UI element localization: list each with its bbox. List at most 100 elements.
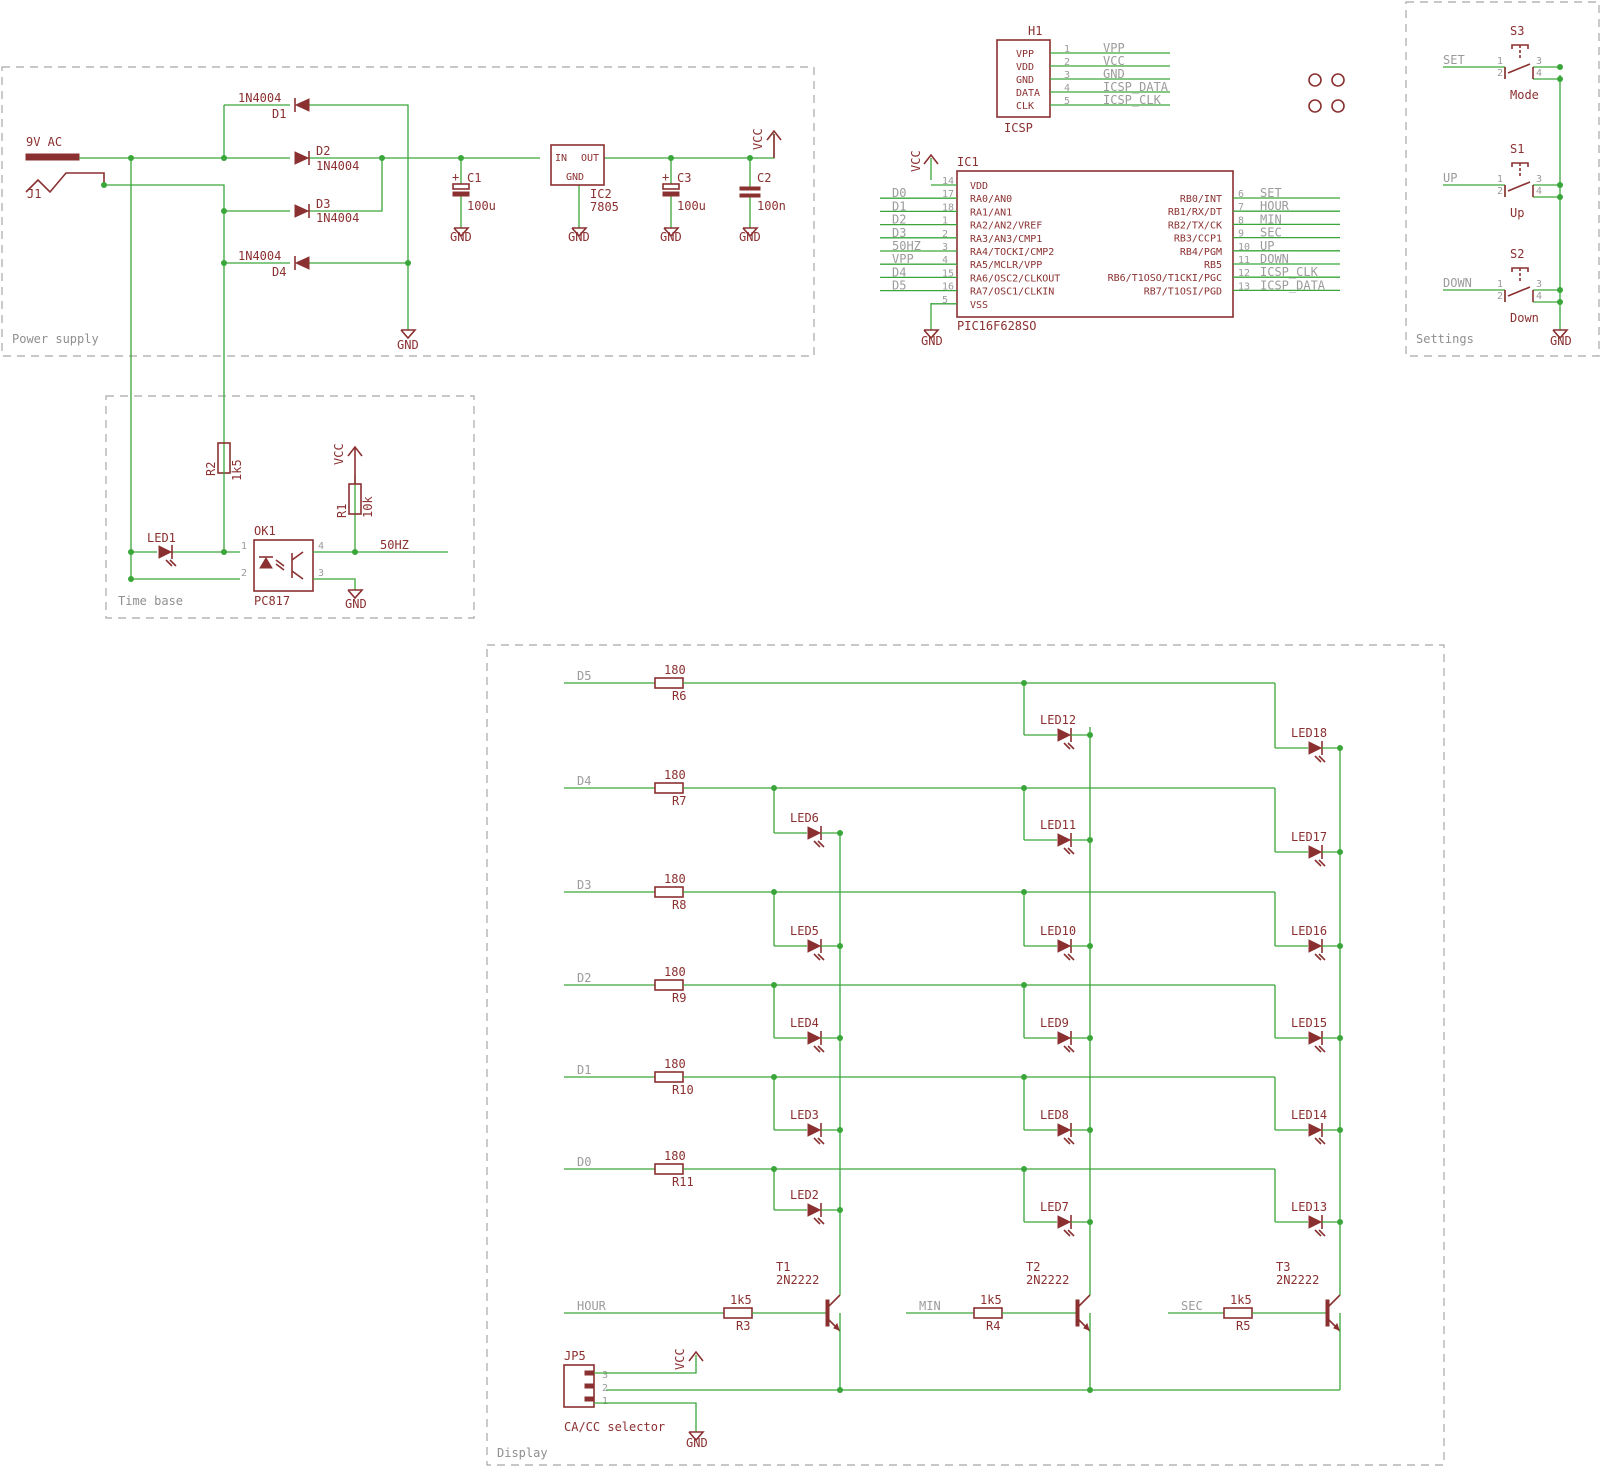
svg-text:LED6: LED6 — [790, 811, 819, 825]
svg-text:SEC: SEC — [1181, 1299, 1203, 1313]
icsp-pin-name: VDD — [1016, 62, 1034, 73]
mcu-net-label: SET — [1260, 186, 1282, 200]
svg-text:GND: GND — [1550, 334, 1572, 348]
led-led16: LED16 — [1274, 892, 1343, 961]
mcu-net-label: ICSP_DATA — [1260, 278, 1326, 292]
frame-label-time-base: Time base — [118, 594, 183, 608]
led-led17: LED17 — [1274, 788, 1343, 867]
icsp-net-label: ICSP_CLK — [1103, 93, 1162, 107]
capacitor-c2: C2 100n — [739, 171, 786, 213]
mcu-pin-number: 3 — [942, 242, 948, 253]
svg-text:R1: R1 — [335, 504, 349, 518]
svg-text:VCC: VCC — [673, 1348, 687, 1370]
mcu-pin-name: RA3/AN3/CMP1 — [970, 234, 1042, 245]
svg-text:LED15: LED15 — [1291, 1016, 1327, 1030]
svg-text:1N4004: 1N4004 — [316, 211, 359, 225]
led-led9: LED9 — [1021, 982, 1093, 1053]
led-led3: LED3 — [771, 1074, 843, 1145]
svg-text:100u: 100u — [467, 199, 496, 213]
svg-text:T3: T3 — [1276, 1260, 1290, 1274]
svg-text:R5: R5 — [1236, 1319, 1250, 1333]
mcu-net-label: ICSP_CLK — [1260, 265, 1319, 279]
icsp-pin-number: 5 — [1064, 96, 1070, 107]
svg-text:HOUR: HOUR — [577, 1299, 607, 1313]
frame-display — [486, 644, 1445, 1466]
frame-settings — [1405, 1, 1600, 357]
svg-text:180: 180 — [664, 872, 686, 886]
svg-text:R10: R10 — [672, 1083, 694, 1097]
jumper-jp5: JP5 CA/CC selector 3 2 1 VCC GND — [563, 1348, 708, 1450]
mcu-pin-name: RB6/T1OSO/T1CKI/PGC — [1108, 273, 1222, 284]
svg-text:180: 180 — [664, 1057, 686, 1071]
mcu-pin-number: 16 — [942, 282, 954, 293]
mcu-pin-name: RA7/OSC1/CLKIN — [970, 287, 1054, 298]
svg-text:CA/CC selector: CA/CC selector — [564, 1420, 665, 1434]
svg-text:VCC: VCC — [909, 150, 923, 172]
svg-text:2N2222: 2N2222 — [776, 1273, 819, 1287]
svg-text:IC1: IC1 — [957, 155, 979, 169]
led-led8: LED8 — [1021, 1074, 1093, 1145]
mcu-net-label: D5 — [892, 279, 906, 293]
svg-text:D3: D3 — [577, 878, 591, 892]
svg-text:GND: GND — [450, 230, 472, 244]
mcu-pin-number: 8 — [1238, 215, 1244, 226]
svg-text:GND: GND — [686, 1436, 708, 1450]
mcu-pin-name: RB5 — [1204, 260, 1222, 271]
led-led4: LED4 — [771, 982, 843, 1053]
svg-text:180: 180 — [664, 1149, 686, 1163]
mcu-pin-name: RB3/CCP1 — [1174, 234, 1222, 245]
svg-text:2: 2 — [1497, 291, 1503, 302]
svg-text:T2: T2 — [1026, 1260, 1040, 1274]
diode-d3: D3 1N4004 — [294, 197, 359, 225]
svg-text:GND: GND — [921, 334, 943, 348]
svg-text:4: 4 — [318, 541, 324, 552]
mcu-net-label: D3 — [892, 226, 906, 240]
mcu-net-label: D2 — [892, 213, 906, 227]
svg-text:3: 3 — [1536, 279, 1542, 290]
svg-text:2: 2 — [602, 1383, 608, 1394]
j1-label: 9V AC — [26, 135, 62, 149]
svg-text:2: 2 — [1497, 68, 1503, 79]
mcu-net-label: D1 — [892, 199, 906, 213]
svg-text:1N4004: 1N4004 — [316, 159, 359, 173]
regulator-ic2: IN OUT GND IC2 7805 — [550, 144, 619, 214]
led-led2: LED2 — [771, 1166, 843, 1225]
svg-text:LED3: LED3 — [790, 1108, 819, 1122]
svg-text:2: 2 — [241, 568, 247, 579]
icsp-pin-number: 2 — [1064, 57, 1070, 68]
svg-text:1: 1 — [602, 1396, 608, 1407]
svg-text:LED16: LED16 — [1291, 924, 1327, 938]
mcu-net-label: VPP — [892, 252, 914, 266]
svg-text:D4: D4 — [272, 265, 286, 279]
power-supply-section: 9V AC J1 1N4004 D1 D2 — [25, 91, 786, 580]
mcu-pin-name: RA1/AN1 — [970, 207, 1012, 218]
capacitor-c3: + C3 100u — [662, 170, 706, 213]
led-led13: LED13 — [1274, 1169, 1343, 1237]
mcu-pin-name: RA6/OSC2/CLKOUT — [970, 273, 1060, 284]
icsp-net-label: GND — [1103, 67, 1125, 81]
svg-text:GND: GND — [568, 230, 590, 244]
frame-label-power-supply: Power supply — [12, 332, 99, 346]
wire-ok1-gnd — [313, 578, 356, 590]
led-led10: LED10 — [1021, 889, 1093, 961]
led-led14: LED14 — [1274, 1077, 1343, 1145]
svg-text:D0: D0 — [577, 1155, 591, 1169]
svg-text:S1: S1 — [1510, 142, 1524, 156]
svg-text:4: 4 — [1536, 291, 1542, 302]
diode-d4: 1N4004 D4 — [238, 249, 310, 279]
mcu-pin-name: VDD — [970, 181, 988, 192]
mcu-net-label: MIN — [1260, 212, 1282, 226]
frame-time-base — [105, 395, 475, 619]
svg-text:3: 3 — [1536, 174, 1542, 185]
svg-text:1: 1 — [1497, 279, 1503, 290]
mcu-pin-number: 9 — [1238, 229, 1244, 240]
